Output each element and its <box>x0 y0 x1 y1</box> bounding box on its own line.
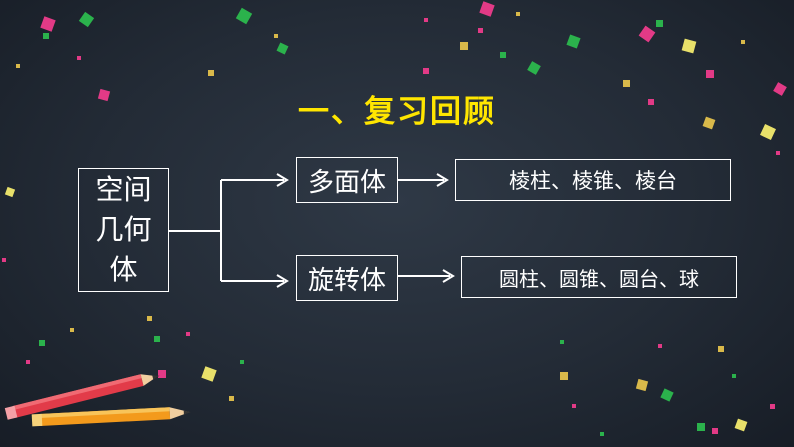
polyhedron-examples: 棱柱、棱锥、棱台 <box>509 165 677 195</box>
solid-of-revolution-label: 旋转体 <box>308 260 386 297</box>
polyhedron-examples-box: 棱柱、棱锥、棱台 <box>455 159 731 201</box>
polyhedron-box: 多面体 <box>296 157 398 203</box>
solid-of-revolution-box: 旋转体 <box>296 255 398 301</box>
polyhedron-label: 多面体 <box>308 162 386 199</box>
solid-of-revolution-examples-box: 圆柱、圆锥、圆台、球 <box>461 256 737 298</box>
solid-of-revolution-examples: 圆柱、圆锥、圆台、球 <box>499 263 699 292</box>
